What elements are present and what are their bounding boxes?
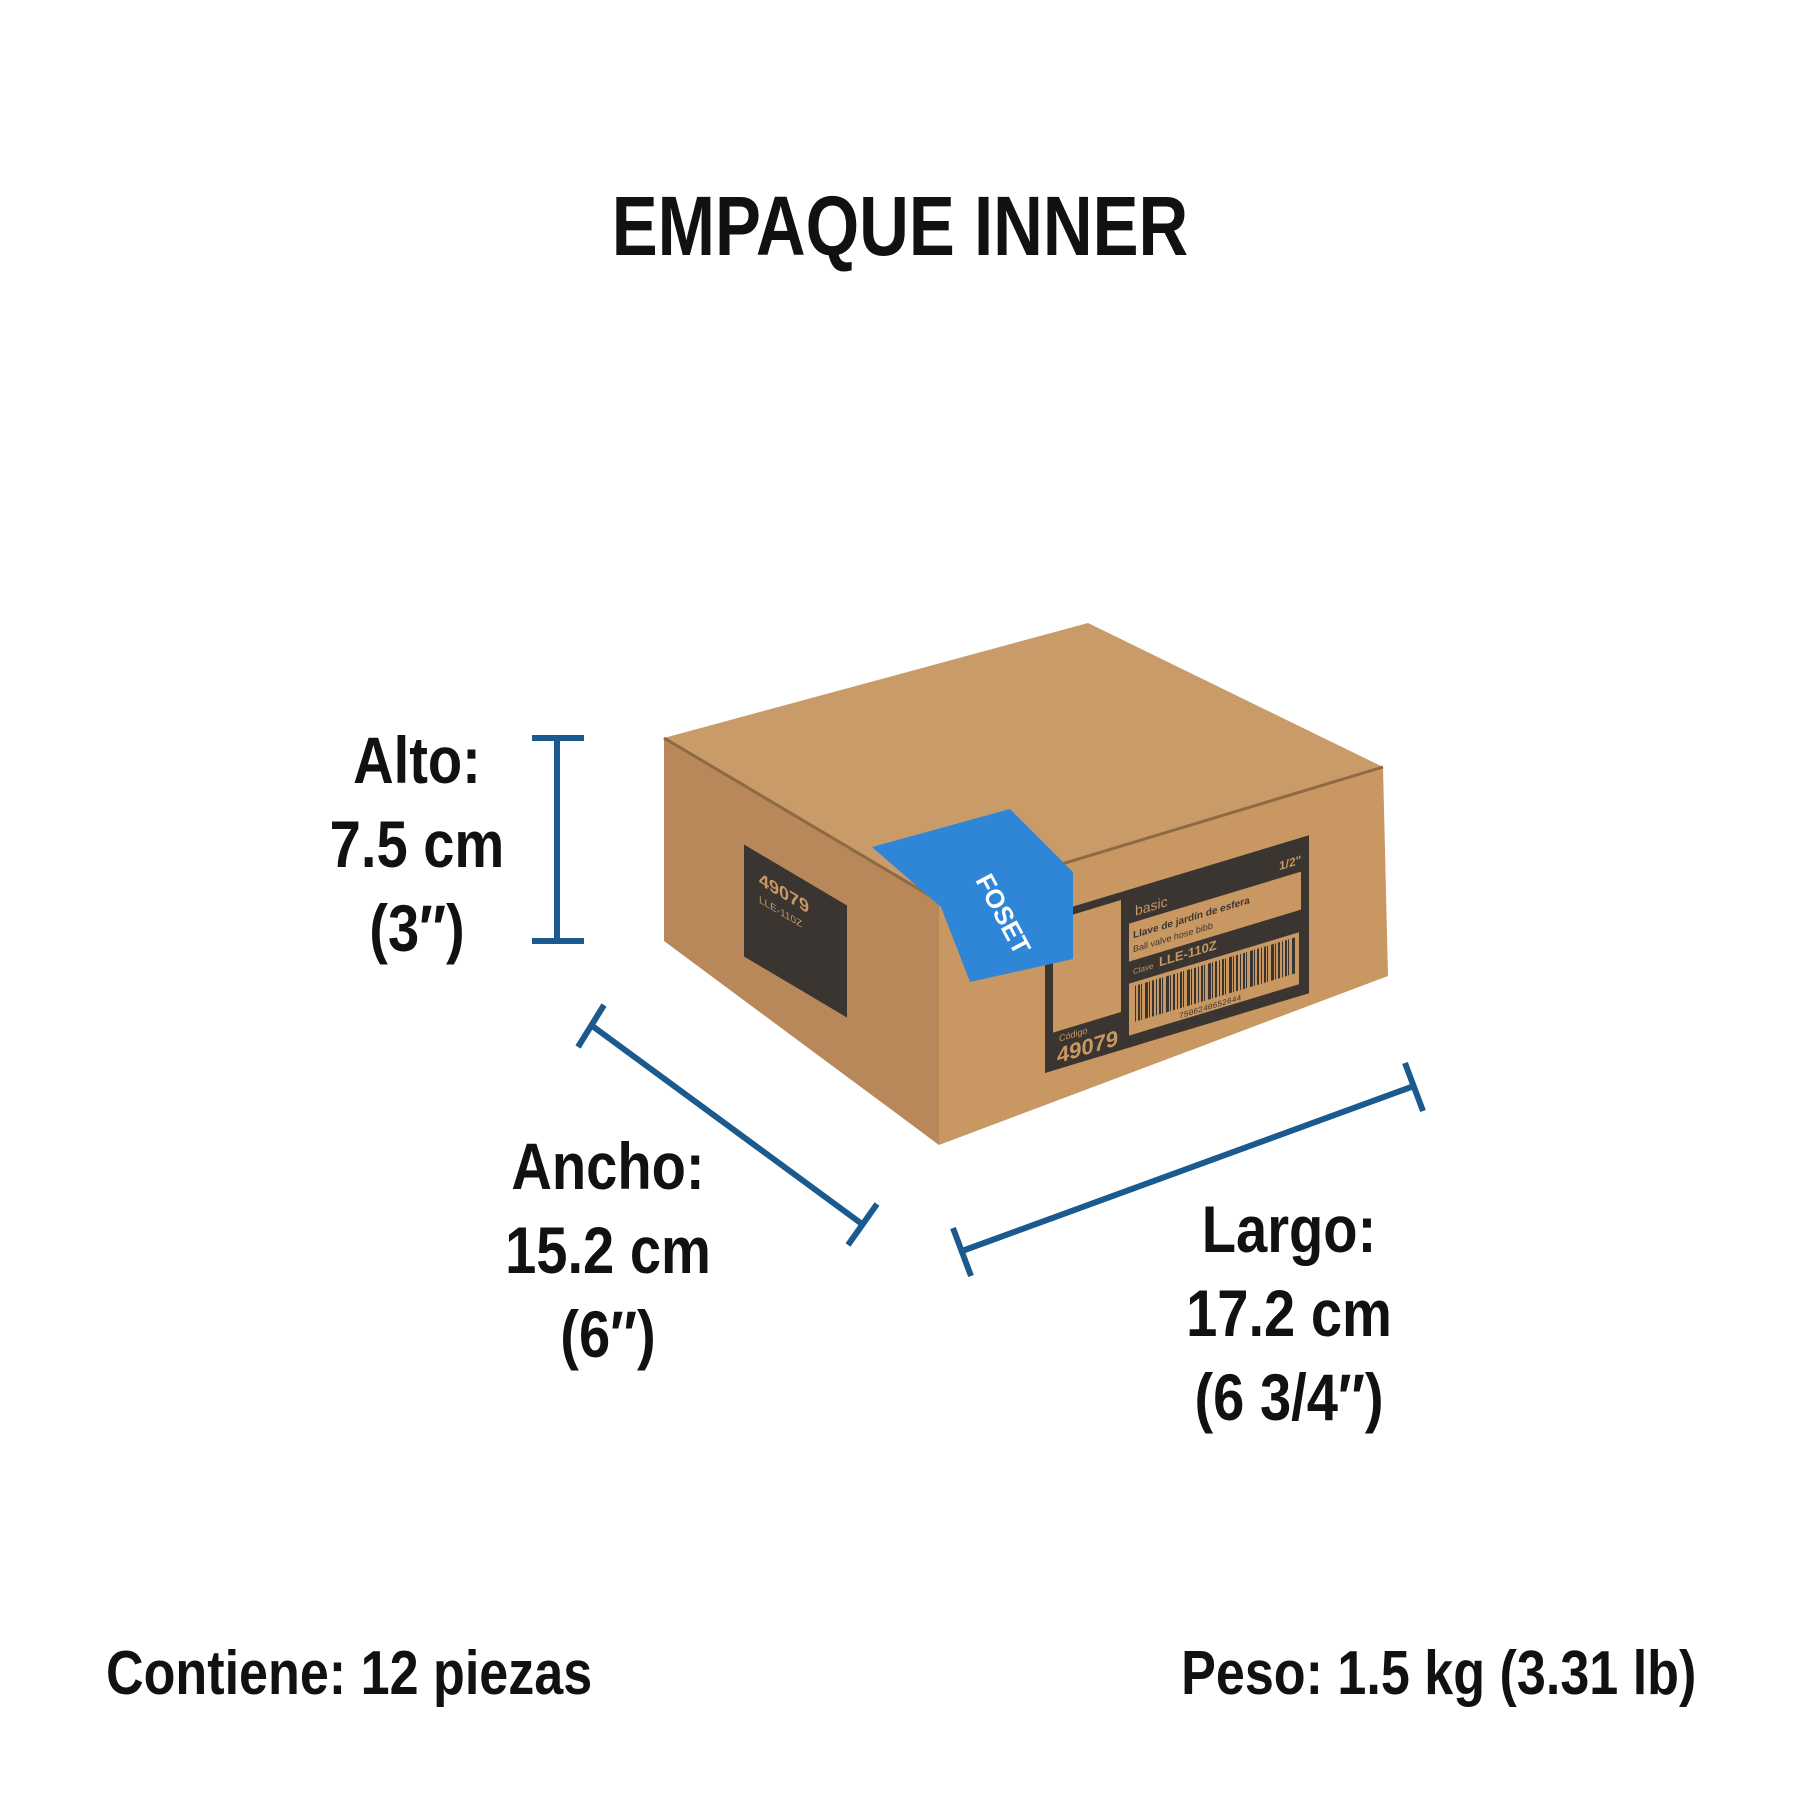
barcode xyxy=(1129,932,1299,1036)
alto-label: Alto: 7.5 cm (3″) xyxy=(247,718,587,970)
barcode-bar xyxy=(1246,951,1247,989)
barcode-bar xyxy=(1229,956,1232,994)
barcode-bar xyxy=(1278,942,1280,979)
barcode-bar xyxy=(1222,958,1224,996)
barcode-bar xyxy=(1250,950,1253,988)
barcode-bar xyxy=(1141,983,1142,1020)
barcode-bar xyxy=(1257,948,1259,985)
barcode-bar xyxy=(1135,985,1136,1022)
box-top-face xyxy=(664,623,1383,901)
barcode-bar xyxy=(1271,943,1274,981)
barcode-bar xyxy=(1243,952,1245,990)
barcode-bar xyxy=(1204,964,1205,1001)
largo-metric: 17.2 cm xyxy=(1186,1276,1392,1350)
barcode-bar xyxy=(1149,981,1150,1018)
alto-imperial: (3″) xyxy=(369,891,465,965)
alto-metric: 7.5 cm xyxy=(329,807,505,881)
barcode-bar xyxy=(1267,945,1268,982)
alto-title: Alto: xyxy=(353,723,481,797)
barcode-bar xyxy=(1156,979,1157,1016)
barcode-bar xyxy=(1145,981,1148,1019)
barcode-bar xyxy=(1173,973,1175,1011)
barcode-bar xyxy=(1170,974,1171,1012)
alto-dimension-line xyxy=(532,735,584,944)
barcode-bar xyxy=(1201,965,1203,1002)
contents-text: Contiene: 12 piezas xyxy=(106,1639,593,1708)
barcode-bar xyxy=(1240,953,1241,991)
box-side-label: 49079 LLE-110Z xyxy=(744,844,847,1018)
largo-dimension-line xyxy=(950,1061,1426,1278)
box-tape xyxy=(872,809,1073,982)
barcode-bar xyxy=(1166,975,1169,1013)
barcode-bar xyxy=(1215,961,1217,998)
barcode-bar xyxy=(1219,960,1220,997)
barcode-bar xyxy=(1288,939,1289,976)
barcode-bar xyxy=(1162,977,1163,1014)
barcode-bar xyxy=(1159,977,1161,1015)
largo-imperial: (6 3/4″) xyxy=(1194,1360,1384,1434)
page-title: EMPAQUE INNER xyxy=(611,179,1189,273)
barcode-bar xyxy=(1194,967,1196,1004)
barcode-bar xyxy=(1292,937,1295,975)
barcode-bar xyxy=(1208,962,1211,1000)
barcode-bar xyxy=(1183,971,1184,1008)
largo-label: Largo: 17.2 cm (6 3/4″) xyxy=(1119,1187,1459,1439)
barcode-bar xyxy=(1261,947,1262,984)
barcode-bar xyxy=(1191,968,1192,1005)
ancho-label: Ancho: 15.2 cm (6″) xyxy=(438,1124,778,1376)
barcode-bar xyxy=(1275,943,1276,980)
barcode-bar xyxy=(1138,984,1140,1021)
barcode-bar xyxy=(1177,972,1178,1010)
barcode-bar xyxy=(1180,971,1182,1009)
barcode-bar xyxy=(1285,939,1287,977)
barcode-bar xyxy=(1152,980,1154,1017)
barcode-bar xyxy=(1254,949,1255,986)
barcode-bar xyxy=(1233,955,1234,993)
barcode-bar xyxy=(1282,941,1283,978)
barcode-bar xyxy=(1264,946,1266,983)
ancho-metric: 15.2 cm xyxy=(505,1213,711,1287)
ancho-dimension-line xyxy=(575,1003,880,1247)
barcode-bar xyxy=(1187,969,1190,1007)
largo-title: Largo: xyxy=(1201,1192,1377,1266)
barcode-bar xyxy=(1225,958,1226,995)
weight-text: Peso: 1.5 kg (3.31 lb) xyxy=(1180,1639,1696,1708)
ancho-title: Ancho: xyxy=(511,1129,705,1203)
ancho-imperial: (6″) xyxy=(560,1297,656,1371)
size: 1/2" xyxy=(1279,853,1301,873)
barcode-bar xyxy=(1198,966,1199,1003)
barcode-bar xyxy=(1236,954,1238,992)
barcode-bar xyxy=(1212,962,1213,999)
